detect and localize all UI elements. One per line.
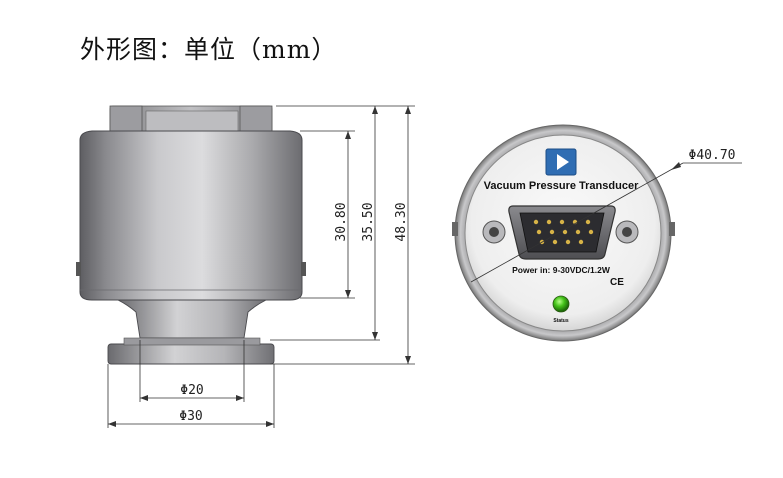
connector-ear-right [239,105,273,135]
neck [117,299,267,339]
power-label: Power in: 9-30VDC/1.2W [512,265,611,275]
connector-ear-left [109,105,143,135]
dim-dia-neck: Φ20 [180,383,203,398]
main-body [79,130,303,301]
status-led [552,295,570,313]
ce-mark: CE [610,277,624,288]
status-label: Status [553,318,569,324]
dim-dia-face: Φ40.70 [689,148,736,163]
dim-height-total: 48.30 [394,202,409,241]
dim-height-body: 30.80 [334,202,349,241]
flange [107,343,275,365]
side-screw-left [76,262,81,276]
side-screw-right [301,262,306,276]
dimension-arrows [345,106,411,364]
horizontal-dimensions [107,340,275,428]
front-view: Vacuum Pressure Transducer Power in: 9-3… [452,124,742,342]
side-view [76,105,306,365]
dim-height-flange: 35.50 [361,202,376,241]
page-title: 外形图：单位（mm） [80,35,338,64]
vertical-dimensions [270,105,415,365]
dim-dia-flange: Φ30 [179,409,202,424]
dsub-pins [533,219,594,245]
product-name-label: Vacuum Pressure Transducer [484,180,639,192]
